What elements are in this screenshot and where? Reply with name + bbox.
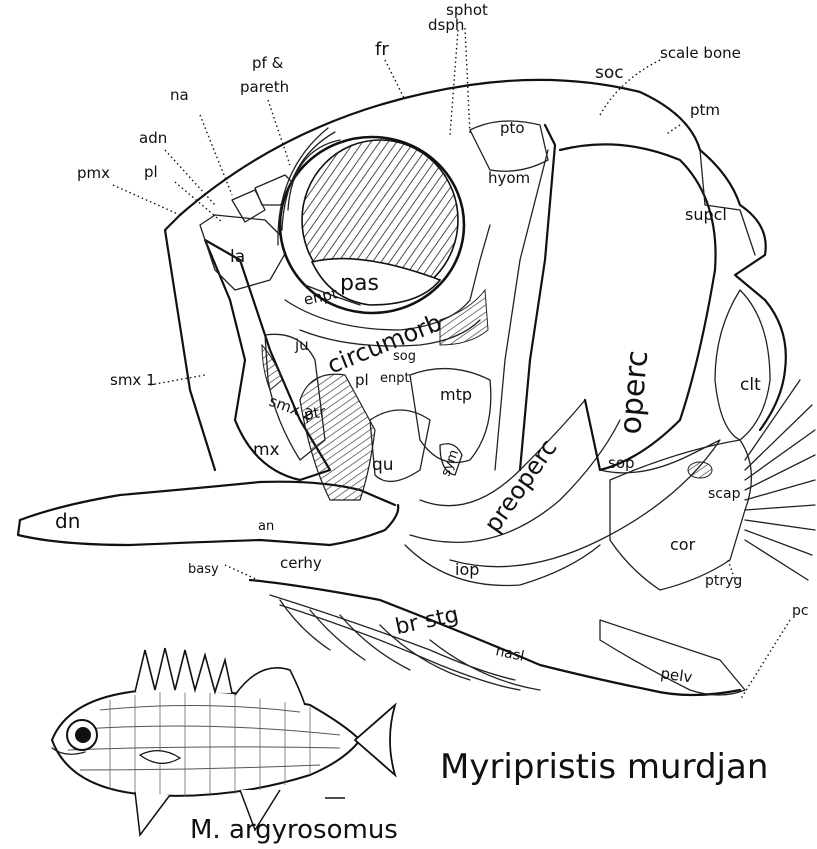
inset-caption: M. argyrosomus	[190, 815, 398, 845]
label-ptryg: ptryg	[705, 573, 742, 589]
label-scap: scap	[708, 486, 741, 502]
label-qu: qu	[372, 455, 394, 475]
label-pelv: pelv	[659, 664, 693, 686]
label-adn: adn	[139, 129, 167, 147]
label-clt: clt	[740, 375, 761, 395]
label-pf-pareth-1: pf &	[252, 54, 284, 72]
label-nasal-bottom: nasl	[494, 643, 525, 665]
label-pl-top: pl	[144, 163, 158, 181]
label-smx1: smx 1	[110, 371, 156, 389]
label-hyom: hyom	[488, 169, 530, 187]
inset-fish-drawing	[52, 648, 395, 835]
label-mx: mx	[253, 440, 280, 460]
label-pc: pc	[792, 603, 809, 619]
label-ptr: ptr	[303, 402, 328, 424]
label-mtp: mtp	[440, 385, 472, 404]
label-basy: basy	[188, 562, 219, 577]
species-title: Myripristis murdjan	[440, 747, 768, 787]
label-operc: operc	[613, 349, 655, 436]
label-sog: sog	[393, 349, 416, 364]
label-pl-mid: pl	[355, 371, 369, 389]
label-ju: ju	[294, 336, 309, 354]
label-pmx: pmx	[77, 164, 110, 182]
label-na: na	[170, 86, 189, 104]
label-enpt-mid: enpt	[380, 371, 410, 386]
label-scale-bone: scale bone	[660, 44, 741, 62]
label-cor: cor	[670, 535, 696, 554]
label-sop: sop	[608, 454, 635, 472]
label-fr: fr	[375, 39, 389, 60]
label-iop: iop	[455, 560, 479, 579]
label-soc: soc	[595, 63, 624, 83]
label-supcl: supcl	[685, 205, 727, 224]
label-ptm: ptm	[690, 101, 720, 119]
label-sphot: sphot	[446, 1, 488, 19]
label-pas: pas	[340, 271, 379, 296]
pterygoid-hatched	[300, 374, 375, 500]
label-pf-pareth-2: pareth	[240, 78, 289, 96]
label-pto: pto	[500, 119, 525, 137]
label-an: an	[258, 519, 274, 534]
label-cerhy: cerhy	[280, 554, 322, 572]
label-sym: sym	[439, 448, 462, 479]
label-preoperc: preoperc	[479, 434, 563, 537]
label-dn: dn	[55, 509, 80, 533]
label-la: la	[230, 247, 245, 267]
